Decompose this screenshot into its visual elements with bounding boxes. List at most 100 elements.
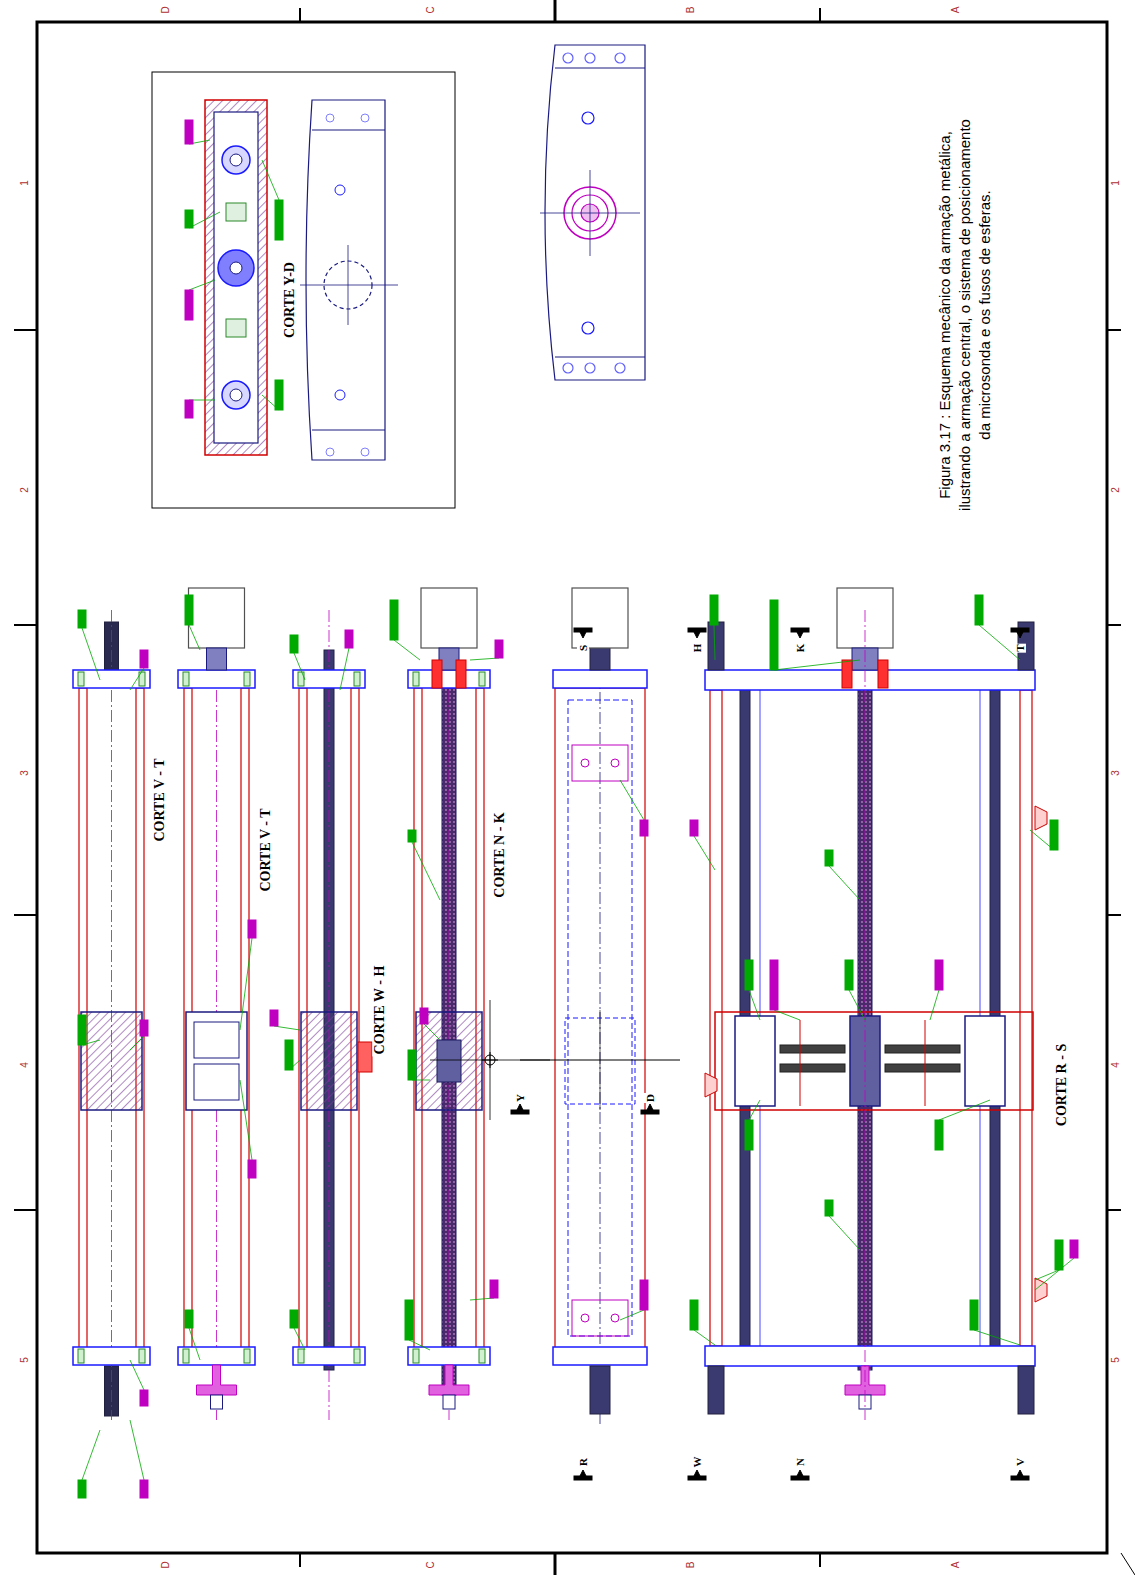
bearing xyxy=(244,672,250,686)
motor-box xyxy=(421,588,477,648)
end-plate xyxy=(408,670,490,688)
section-title: CORTE W - H xyxy=(372,964,387,1057)
leader-line xyxy=(774,1010,800,1020)
grid-reference: C xyxy=(425,1561,436,1568)
callout-box xyxy=(140,650,148,668)
plate-outline xyxy=(306,100,385,460)
section-arrow xyxy=(796,1470,804,1478)
leader-line xyxy=(694,1330,715,1345)
line xyxy=(555,357,645,358)
section-letter: N xyxy=(794,1457,806,1467)
callout-box xyxy=(290,635,298,653)
callout-box xyxy=(405,1300,413,1340)
bolt xyxy=(582,322,594,334)
side-nut xyxy=(358,1042,372,1072)
leader-line xyxy=(262,160,279,200)
sheet-border xyxy=(37,22,1107,1553)
bolt xyxy=(615,53,625,63)
fixing-clamp xyxy=(705,1073,717,1097)
bearing-block xyxy=(572,745,628,781)
callout-box xyxy=(825,1200,833,1216)
callout-box xyxy=(408,1050,416,1080)
leader-line xyxy=(714,625,715,660)
circle xyxy=(581,1314,589,1322)
grid-tick xyxy=(1107,1209,1121,1211)
callout-box xyxy=(640,1280,648,1310)
section-arrow xyxy=(693,630,701,638)
ball-nut xyxy=(437,1040,461,1082)
tube-wall xyxy=(79,688,87,1348)
end-plate xyxy=(73,670,150,688)
section-letter: H xyxy=(691,643,703,654)
leader-line xyxy=(412,842,440,900)
grid-reference: 3 xyxy=(1110,770,1121,776)
bearing xyxy=(354,672,360,686)
inner-carriage xyxy=(214,112,258,443)
callout-box xyxy=(185,595,193,625)
bolt xyxy=(615,363,625,373)
end-knob xyxy=(590,1366,610,1414)
leader-line xyxy=(694,836,715,870)
grid-reference: 5 xyxy=(1110,1357,1121,1363)
leader-line xyxy=(1035,1258,1074,1290)
bearing xyxy=(183,1349,189,1363)
line xyxy=(600,1010,601,1110)
grid-reference: A xyxy=(950,1562,961,1569)
end-plate xyxy=(178,1347,255,1365)
tube-wall xyxy=(710,690,722,1346)
bearing xyxy=(479,672,485,686)
grid-reference: D xyxy=(160,1561,171,1568)
leader-line xyxy=(930,990,939,1020)
hatched-housing xyxy=(205,100,267,455)
callout-box xyxy=(275,380,283,410)
callout-box xyxy=(140,1390,148,1406)
end-plate xyxy=(705,1346,1035,1366)
leader-line xyxy=(130,1420,144,1480)
callout-box xyxy=(390,600,398,640)
bearing-block xyxy=(572,1300,628,1336)
cross-beam xyxy=(885,1045,960,1053)
carriage-block xyxy=(301,1012,357,1110)
callout-box xyxy=(710,595,718,625)
cross-beam xyxy=(780,1064,845,1072)
leader-line xyxy=(749,1100,760,1120)
grid-reference: 5 xyxy=(19,1357,30,1363)
section-arrow xyxy=(579,1470,587,1478)
bearing xyxy=(298,1349,304,1363)
bolt xyxy=(563,363,573,373)
corner-mark xyxy=(1121,1553,1135,1575)
leader-line xyxy=(829,866,860,900)
callout-box xyxy=(248,1160,256,1178)
circle xyxy=(361,448,369,456)
section-title: CORTE Y-D xyxy=(282,260,297,340)
leader-line xyxy=(394,640,420,660)
coupling-red xyxy=(842,660,852,688)
callout-box xyxy=(185,290,193,320)
carriage-frame xyxy=(715,1012,1033,1110)
guide-carriage xyxy=(965,1016,1005,1106)
line xyxy=(925,1020,926,1106)
grid-tick xyxy=(299,8,301,22)
leader-line xyxy=(849,990,865,1020)
section-title: CORTE R - S xyxy=(1054,1042,1069,1128)
motor-box xyxy=(189,588,245,648)
callout-box xyxy=(275,200,283,240)
leader-line xyxy=(774,660,860,670)
grid-reference: 4 xyxy=(19,1062,30,1068)
bearing-bore xyxy=(230,154,242,166)
circle xyxy=(361,114,369,122)
leader-line xyxy=(974,1330,1020,1345)
carriage-block xyxy=(186,1012,247,1110)
axis-line xyxy=(348,245,349,325)
callout-box xyxy=(745,960,753,990)
leader-line xyxy=(620,780,644,820)
coupling-red xyxy=(432,660,442,688)
grid-reference: 1 xyxy=(19,180,30,186)
grid-reference: 4 xyxy=(1110,1062,1121,1068)
plate-outline xyxy=(545,45,645,380)
axis-line xyxy=(300,285,398,286)
bearing xyxy=(183,672,189,686)
callout-box xyxy=(140,1480,148,1498)
h-beam xyxy=(194,1064,239,1100)
